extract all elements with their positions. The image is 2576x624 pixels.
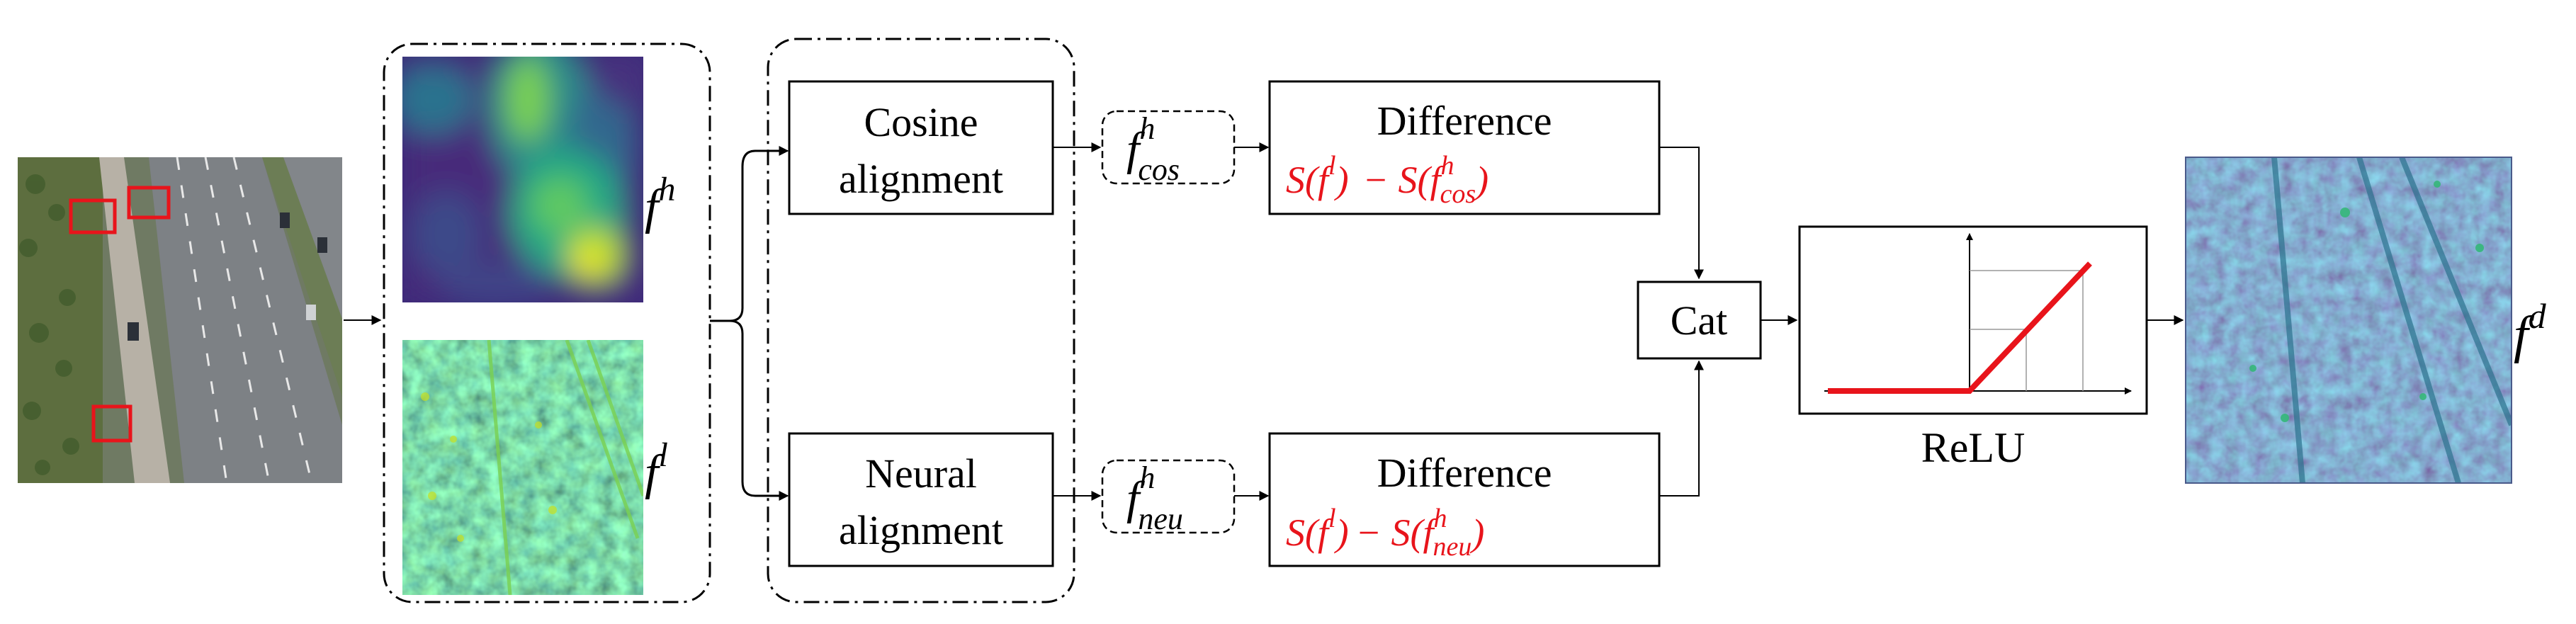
relu-label: ReLU (1921, 424, 2026, 471)
cosine-alignment-box (788, 80, 1054, 215)
arrow-bottom-diff-to-cat (1659, 360, 1704, 497)
fl-label: fl (645, 436, 668, 500)
relu-plot (1824, 233, 2132, 395)
alignment-group (767, 38, 1075, 603)
fl-heatmap (402, 340, 643, 595)
input-aerial-image (18, 157, 342, 483)
difference-box-bottom (1268, 432, 1661, 567)
relu-box (1798, 225, 2148, 415)
cosine-label-line1: Cosine (864, 99, 978, 145)
neural-label-line2: alignment (839, 507, 1003, 553)
arrow-top-diff-to-cat (1659, 147, 1704, 280)
relu-curve (1828, 261, 2092, 394)
fh-label: fh (645, 171, 675, 234)
cosine-label-line2: alignment (839, 156, 1003, 202)
fh-heatmap (402, 57, 643, 302)
difference-title-bottom: Difference (1377, 450, 1552, 496)
neural-alignment-box (788, 432, 1054, 567)
fd-label: fd (2514, 296, 2547, 364)
split-brace (710, 149, 786, 497)
fd-frame (2185, 157, 2512, 484)
neural-label-line1: Neural (865, 450, 977, 497)
fd-output-map (2186, 157, 2512, 483)
difference-title-top: Difference (1377, 98, 1552, 144)
difference-box-top (1268, 80, 1661, 215)
cat-label: Cat (1671, 297, 1728, 344)
feature-maps-group (383, 42, 711, 603)
